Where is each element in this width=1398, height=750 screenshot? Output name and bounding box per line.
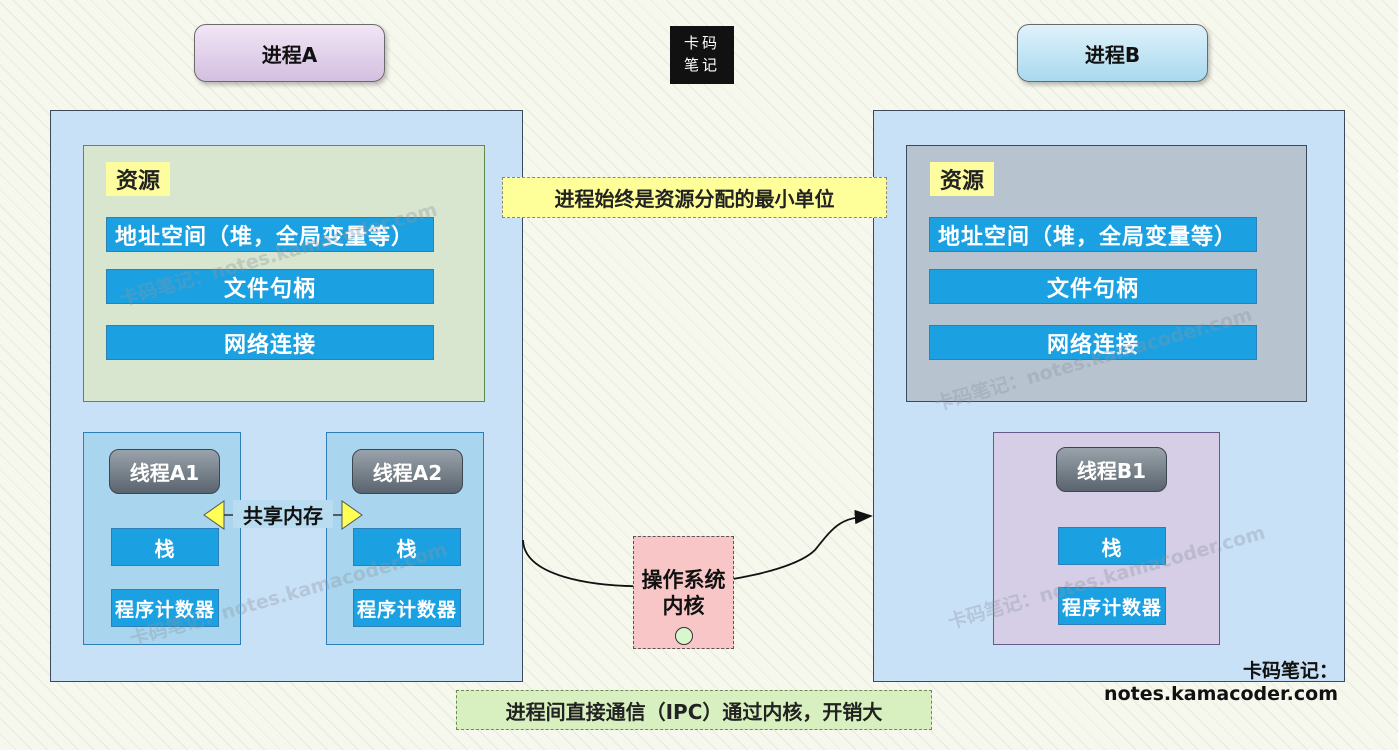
note-ipc-cost: 进程间直接通信（IPC）通过内核，开销大 [456, 690, 932, 730]
kamacoder-logo: 卡码 笔记 [670, 26, 734, 84]
process-a-network: 网络连接 [106, 325, 434, 360]
process-b-address-space: 地址空间（堆，全局变量等） [929, 217, 1257, 252]
kernel-indicator-dot [675, 627, 693, 645]
shared-memory-label: 共享内存 [233, 500, 333, 528]
thread-a2-title: 线程A2 [352, 449, 463, 494]
process-a-title: 进程A [194, 24, 385, 82]
thread-a1-stack: 栈 [111, 528, 219, 566]
process-b-title: 进程B [1017, 24, 1208, 82]
process-a-resource-label: 资源 [106, 162, 170, 196]
thread-a2-program-counter: 程序计数器 [353, 589, 461, 627]
logo-line-1: 卡码 [683, 34, 720, 52]
shared-memory-arrowhead-right [341, 500, 363, 530]
thread-b1-program-counter: 程序计数器 [1058, 587, 1166, 625]
process-b-file-handles: 文件句柄 [929, 269, 1257, 304]
process-b-resource-label: 资源 [930, 162, 994, 196]
ipc-curve-path [522, 509, 873, 588]
shared-memory-arrowhead-left [203, 500, 225, 530]
thread-a2-stack: 栈 [353, 528, 461, 566]
thread-a1-program-counter: 程序计数器 [111, 589, 219, 627]
process-a-address-space: 地址空间（堆，全局变量等） [106, 217, 434, 252]
note-resource-unit: 进程始终是资源分配的最小单位 [502, 177, 887, 218]
ipc-curve [522, 509, 873, 588]
thread-b1-title: 线程B1 [1056, 447, 1167, 492]
process-b-network: 网络连接 [929, 325, 1257, 360]
thread-a1-title: 线程A1 [109, 449, 220, 494]
process-a-file-handles: 文件句柄 [106, 269, 434, 304]
footer-watermark: 卡码笔记：notes.kamacoder.com [1104, 660, 1338, 705]
thread-b1-stack: 栈 [1058, 527, 1166, 565]
os-kernel-line-1: 操作系统 [641, 568, 726, 592]
logo-line-2: 笔记 [683, 56, 720, 74]
os-kernel-line-2: 内核 [662, 594, 705, 618]
os-kernel-box: 操作系统 内核 [633, 536, 734, 649]
